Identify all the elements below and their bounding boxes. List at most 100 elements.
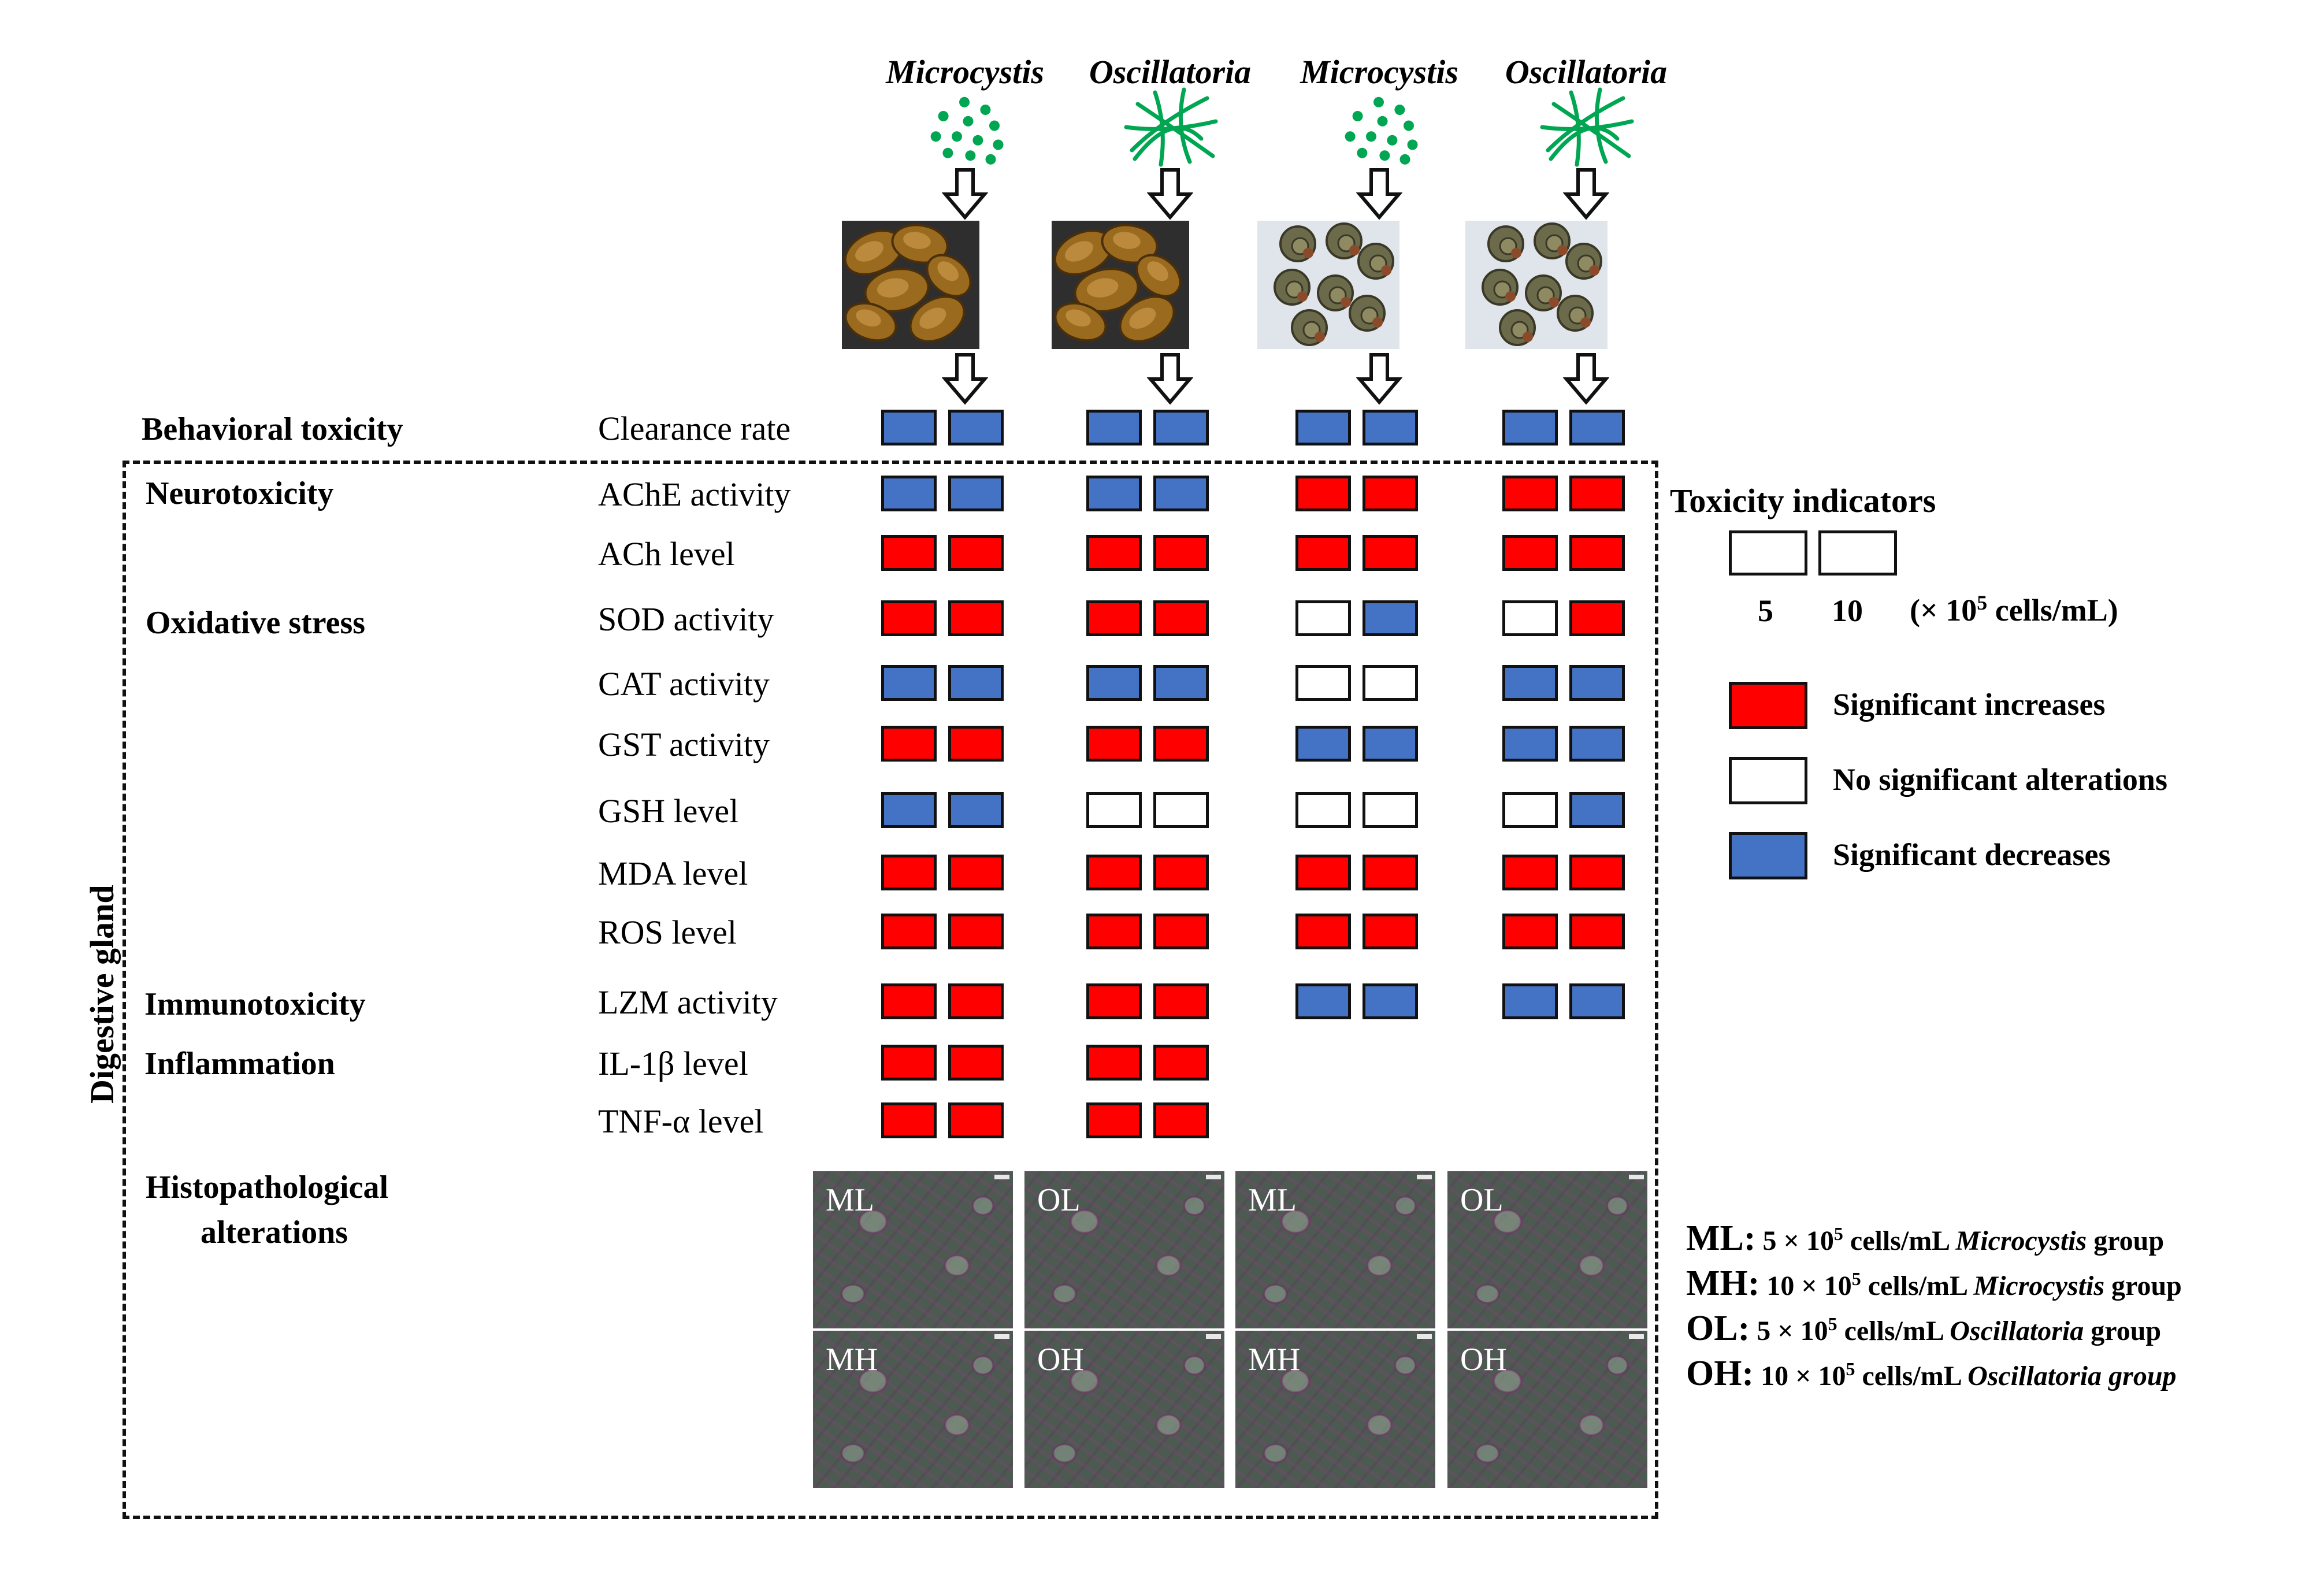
algae-cell bbox=[989, 120, 1000, 131]
histology-label: MH bbox=[826, 1342, 878, 1378]
legend-conc-low: 5 bbox=[1758, 593, 1773, 628]
cell-increase bbox=[1295, 914, 1351, 949]
histology-label: ML bbox=[826, 1182, 874, 1218]
down-arrow-icon bbox=[1356, 168, 1402, 220]
cell-increase bbox=[1153, 600, 1209, 636]
cell-decrease bbox=[1569, 983, 1625, 1019]
legend-box-high bbox=[1818, 530, 1897, 576]
definition-times: × 10 bbox=[1770, 1316, 1828, 1346]
indicator-label: GSH level bbox=[598, 792, 739, 830]
down-arrow-icon bbox=[1147, 353, 1193, 404]
cell-decrease bbox=[1569, 726, 1625, 762]
scale-bar bbox=[994, 1175, 1009, 1179]
cell-decrease bbox=[948, 792, 1004, 828]
cell-increase bbox=[1295, 535, 1351, 571]
cell-decrease bbox=[1295, 726, 1351, 762]
down-arrow-icon bbox=[1563, 168, 1609, 220]
cell-decrease bbox=[1153, 410, 1209, 445]
scale-bar bbox=[1206, 1334, 1221, 1339]
cell-increase bbox=[948, 726, 1004, 762]
cell-increase bbox=[948, 914, 1004, 949]
cell-decrease bbox=[1086, 476, 1142, 511]
cell-increase bbox=[948, 855, 1004, 890]
cell-decrease bbox=[881, 665, 937, 701]
algae-cell bbox=[952, 131, 962, 142]
definition-conc: 10 bbox=[1759, 1271, 1795, 1301]
scale-bar bbox=[1629, 1175, 1644, 1179]
cell-increase bbox=[1153, 535, 1209, 571]
scale-bar bbox=[994, 1334, 1009, 1339]
definition-exp: 5 bbox=[1851, 1268, 1861, 1289]
cell-decrease bbox=[1363, 410, 1418, 445]
cell-decrease bbox=[1086, 665, 1142, 701]
down-arrow-icon bbox=[1356, 353, 1402, 404]
definition-exp: 5 bbox=[1828, 1313, 1837, 1334]
definition-organism: Oscillatoria bbox=[1967, 1361, 2102, 1391]
algae-cell bbox=[965, 150, 976, 161]
definition-organism: Oscillatoria bbox=[1950, 1316, 2084, 1346]
cell-increase bbox=[881, 535, 937, 571]
filament-strand bbox=[1549, 126, 1620, 161]
cell-decrease bbox=[948, 665, 1004, 701]
cell-increase bbox=[1363, 535, 1418, 571]
algae-cell bbox=[1387, 135, 1398, 146]
cell-increase bbox=[1502, 535, 1558, 571]
cell-no-change bbox=[1295, 665, 1351, 701]
unit-exponent: 5 bbox=[1977, 591, 1988, 614]
cell-decrease bbox=[1569, 665, 1625, 701]
cell-no-change bbox=[1295, 600, 1351, 636]
unit-prefix: (× 10 bbox=[1910, 593, 1977, 628]
unit-suffix: cells/mL) bbox=[1987, 593, 2118, 628]
digestive-gland-box bbox=[122, 461, 1658, 1519]
legend-swatch-no-change bbox=[1729, 757, 1807, 804]
definition-line: MH: 10 × 105 cells/mL Microcystis group bbox=[1686, 1265, 2182, 1301]
cell-increase bbox=[881, 726, 937, 762]
category-immuno: Immunotoxicity bbox=[144, 986, 366, 1022]
legend-swatch-increase bbox=[1729, 682, 1807, 729]
cell-increase bbox=[1502, 476, 1558, 511]
cell-increase bbox=[881, 855, 937, 890]
cell-increase bbox=[881, 1102, 937, 1138]
cell-decrease bbox=[881, 410, 937, 445]
definition-group: group bbox=[2102, 1361, 2177, 1391]
category-histo_line1: Histopathological bbox=[146, 1170, 389, 1205]
cell-increase bbox=[1086, 914, 1142, 949]
cell-increase bbox=[881, 914, 937, 949]
definition-line: OL: 5 × 105 cells/mL Oscillatoria group bbox=[1686, 1310, 2161, 1346]
mussel-photo bbox=[842, 221, 979, 349]
definition-key: ML: bbox=[1686, 1219, 1756, 1258]
legend-label-no-change: No significant alterations bbox=[1833, 762, 2167, 797]
cell-decrease bbox=[1502, 410, 1558, 445]
indicator-label: Clearance rate bbox=[598, 410, 791, 447]
cell-decrease bbox=[1295, 410, 1351, 445]
cell-increase bbox=[1086, 535, 1142, 571]
cell-decrease bbox=[1363, 983, 1418, 1019]
category-neuro: Neurotoxicity bbox=[146, 476, 334, 511]
definition-unit: cells/mL bbox=[1837, 1316, 1950, 1346]
indicator-label: TNF-α level bbox=[598, 1102, 764, 1140]
organism-name: Microcystis bbox=[1300, 53, 1458, 91]
cell-increase bbox=[1569, 600, 1625, 636]
definition-unit: cells/mL bbox=[1843, 1226, 1956, 1256]
cell-no-change bbox=[1502, 792, 1558, 828]
cell-decrease bbox=[881, 792, 937, 828]
algae-cell bbox=[963, 116, 974, 127]
cell-decrease bbox=[1153, 665, 1209, 701]
cell-decrease bbox=[948, 476, 1004, 511]
definition-times: × 10 bbox=[1788, 1361, 1846, 1391]
cell-no-change bbox=[1086, 792, 1142, 828]
definition-line: ML: 5 × 105 cells/mL Microcystis group bbox=[1686, 1220, 2164, 1256]
definition-organism: Microcystis bbox=[1955, 1226, 2087, 1256]
cell-increase bbox=[1086, 1045, 1142, 1081]
cell-decrease bbox=[1502, 983, 1558, 1019]
histology-panel: ML bbox=[813, 1171, 1013, 1328]
indicator-label: ROS level bbox=[598, 914, 737, 951]
cell-decrease bbox=[1569, 792, 1625, 828]
indicator-label: GST activity bbox=[598, 726, 770, 763]
indicator-label: SOD activity bbox=[598, 600, 774, 638]
cell-increase bbox=[1363, 914, 1418, 949]
histology-label: OH bbox=[1460, 1342, 1507, 1378]
cell-decrease bbox=[1363, 600, 1418, 636]
cell-decrease bbox=[881, 476, 937, 511]
scale-bar bbox=[1417, 1334, 1432, 1339]
